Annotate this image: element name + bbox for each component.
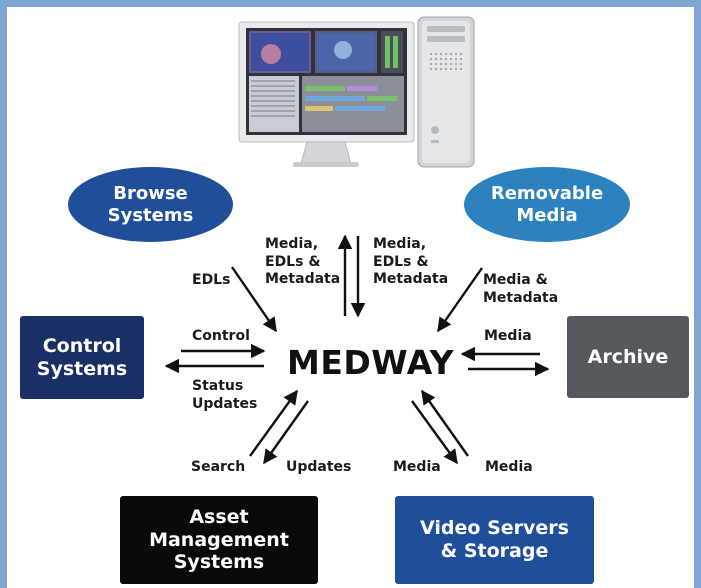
browse-systems-node: Browse Systems (68, 167, 233, 242)
removable-media-label: Removable Media (490, 182, 604, 226)
control-systems-label: Control Systems (36, 334, 128, 380)
workstation-illustration (238, 16, 475, 168)
arrow-removable (437, 267, 483, 333)
edge-label-top-right: Media, EDLs & Metadata (373, 236, 449, 287)
archive-node: Archive (567, 316, 689, 398)
edge-label-video-left: Media (393, 459, 441, 475)
video-servers-node: Video Servers & Storage (395, 496, 594, 584)
edge-label-video-right: Media (485, 459, 533, 475)
arrow-browse (231, 266, 277, 333)
edge-label-control-out: Control (192, 328, 250, 344)
asset-management-node: Asset Management Systems (120, 496, 318, 584)
edge-label-archive: Media (484, 328, 532, 344)
arrow-video-in (421, 389, 469, 457)
arrow-video-out (411, 400, 458, 465)
edge-label-asset-updates: Updates (286, 459, 352, 475)
edge-label-browse: EDLs (192, 272, 231, 288)
edge-label-top-left: Media, EDLs & Metadata (265, 236, 341, 287)
edge-label-removable: Media & Metadata (483, 272, 559, 306)
archive-label: Archive (587, 345, 669, 368)
asset-management-label: Asset Management Systems (149, 505, 289, 574)
browse-systems-label: Browse Systems (107, 182, 194, 226)
arrow-asset-updates (263, 400, 309, 465)
edge-label-control-in: Status Updates (192, 378, 258, 412)
control-systems-node: Control Systems (20, 316, 144, 399)
video-servers-label: Video Servers & Storage (420, 517, 569, 562)
edge-label-asset-search: Search (191, 459, 246, 475)
arrow-asset-search (249, 389, 298, 457)
medway-label: MEDWAY (287, 343, 454, 382)
removable-media-node: Removable Media (464, 167, 630, 242)
